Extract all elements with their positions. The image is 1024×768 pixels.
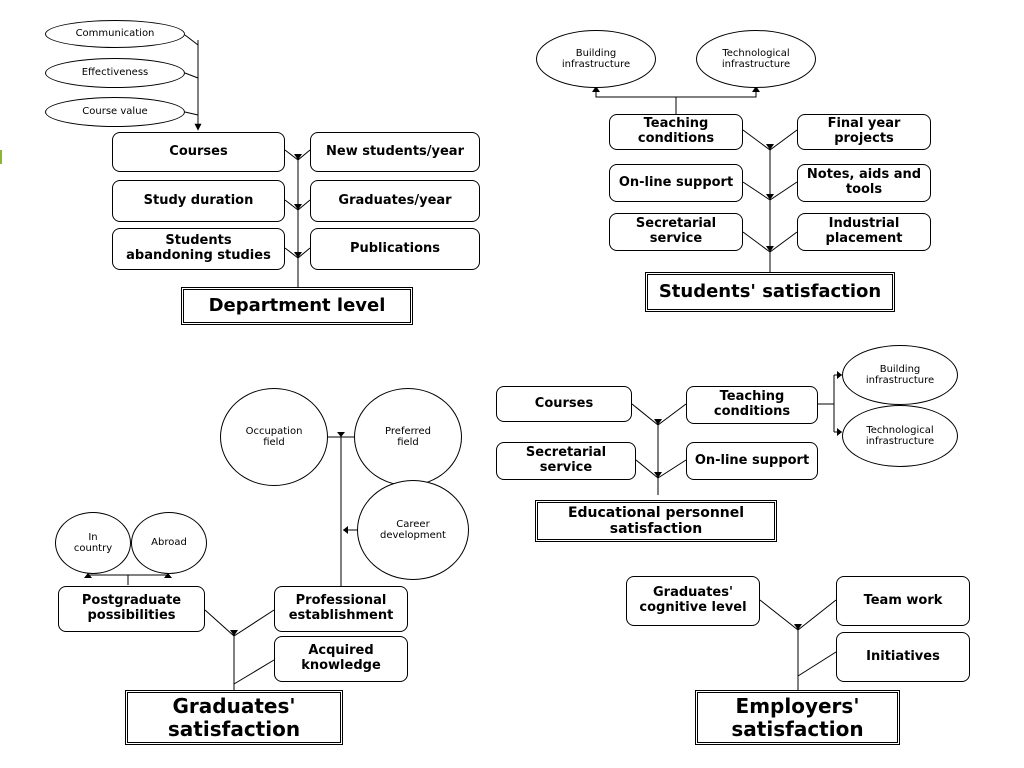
postgraduate-possibilities-box: Postgraduate possibilities (58, 586, 205, 632)
course-value-oval: Course value (45, 97, 185, 127)
teaching-conditions-box: Teaching conditions (609, 114, 743, 150)
initiatives-box: Initiatives (836, 632, 970, 682)
slide-accent-mark (0, 150, 2, 164)
personnel-secretarial-service-box: Secretarial service (496, 442, 636, 480)
department-level-title: Department level (181, 287, 413, 325)
effectiveness-oval: Effectiveness (45, 58, 185, 88)
students-satisfaction-title: Students' satisfaction (645, 272, 895, 312)
secretarial-service-box: Secretarial service (609, 213, 743, 251)
educational-personnel-satisfaction-title: Educational personnel satisfaction (535, 500, 777, 542)
personnel-teaching-conditions-box: Teaching conditions (686, 386, 818, 424)
occupation-field-circle: Occupation field (220, 388, 328, 486)
graduates-year-box: Graduates/year (310, 180, 480, 222)
communication-oval: Communication (45, 20, 185, 48)
acquired-knowledge-box: Acquired knowledge (274, 636, 408, 682)
graduates-satisfaction-title: Graduates' satisfaction (125, 690, 343, 745)
team-work-box: Team work (836, 576, 970, 626)
courses-box: Courses (112, 132, 285, 172)
students-abandoning-box: Students abandoning studies (112, 228, 285, 270)
building-infrastructure-circle: Building infrastructure (536, 30, 656, 88)
industrial-placement-box: Industrial placement (797, 213, 931, 251)
professional-establishment-box: Professional establishment (274, 586, 408, 632)
publications-box: Publications (310, 228, 480, 270)
career-development-circle: Career development (357, 480, 469, 580)
technological-infrastructure-circle: Technological infrastructure (696, 30, 816, 88)
online-support-box: On-line support (609, 164, 743, 202)
personnel-courses-box: Courses (496, 386, 632, 422)
new-students-year-box: New students/year (310, 132, 480, 172)
graduates-cognitive-level-box: Graduates' cognitive level (626, 576, 760, 626)
abroad-circle: Abroad (131, 512, 207, 574)
notes-aids-tools-box: Notes, aids and tools (797, 164, 931, 202)
personnel-technological-infrastructure-circle: Technological infrastructure (842, 405, 958, 467)
in-country-circle: In country (55, 512, 131, 574)
study-duration-box: Study duration (112, 180, 285, 222)
employers-satisfaction-title: Employers' satisfaction (695, 690, 900, 745)
personnel-building-infrastructure-circle: Building infrastructure (842, 345, 958, 405)
preferred-field-circle: Preferred field (354, 388, 462, 486)
final-year-projects-box: Final year projects (797, 114, 931, 150)
personnel-online-support-box: On-line support (686, 442, 818, 480)
